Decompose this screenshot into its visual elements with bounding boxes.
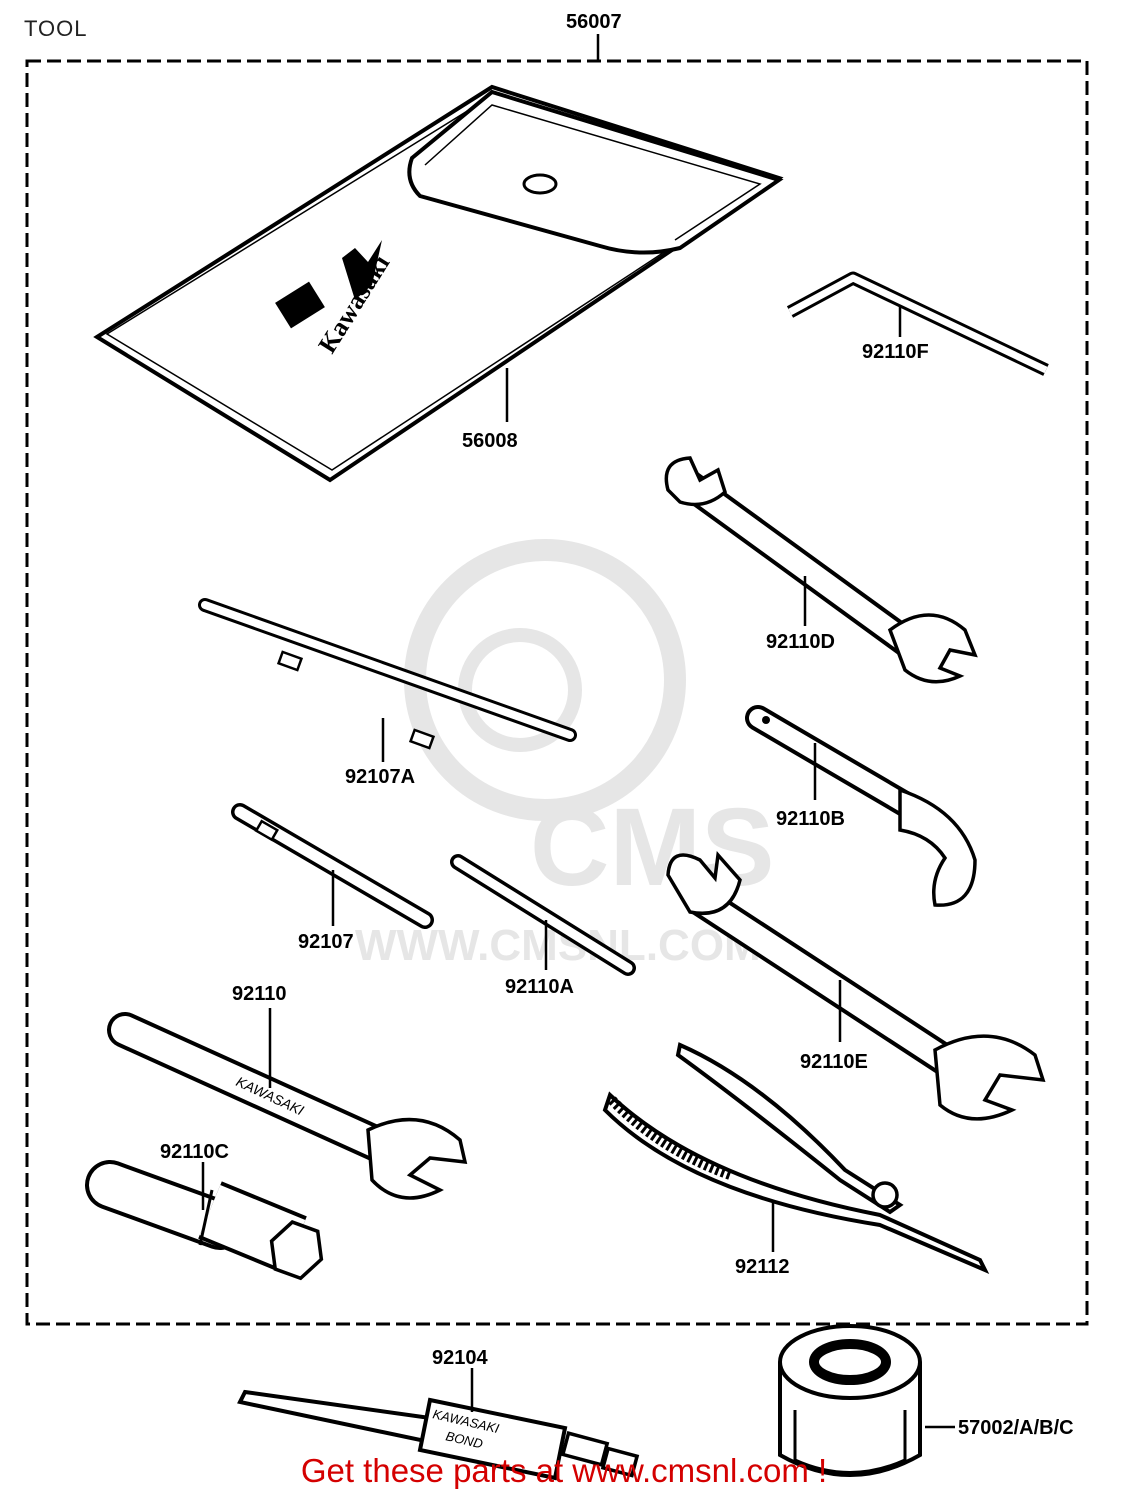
label-92110: 92110: [232, 983, 287, 1005]
grease-tube: KAWASAKI BOND: [237, 1389, 640, 1481]
hex-wrench: [786, 271, 1049, 376]
tool-case: Kawasaki: [93, 84, 784, 483]
screwdriver: [231, 803, 434, 929]
label-92107: 92107: [298, 931, 354, 953]
wrench: KAWASAKI: [107, 1012, 468, 1200]
plug-socket: [85, 1160, 324, 1281]
open-wrench-e: [666, 850, 1046, 1121]
assembly-frame: [25, 59, 1089, 1326]
label-92110F: 92110F: [862, 341, 929, 363]
label-92110E: 92110E: [800, 1051, 868, 1073]
label-56008: 56008: [462, 430, 518, 452]
label-92110A: 92110A: [505, 976, 574, 998]
label-57002: 57002/A/B/C: [958, 1417, 1074, 1439]
parts-link[interactable]: Get these parts at www.cmsnl.com !: [300, 1452, 828, 1489]
page-title: TOOL: [24, 16, 88, 41]
hook-wrench: [745, 705, 977, 907]
label-92112: 92112: [735, 1256, 790, 1278]
open-wrench-d: [664, 456, 978, 684]
label-92107A: 92107A: [345, 766, 415, 788]
label-92110D: 92110D: [766, 631, 835, 653]
flat-bar: [450, 854, 636, 976]
screwdriver-handle: [198, 598, 577, 750]
filter-can: [778, 1324, 922, 1477]
label-92110B: 92110B: [776, 808, 845, 830]
pliers: [602, 1042, 990, 1274]
label-92104: 92104: [432, 1347, 488, 1369]
label-92110C: 92110C: [160, 1141, 229, 1163]
assembly-label: 56007: [566, 11, 622, 33]
